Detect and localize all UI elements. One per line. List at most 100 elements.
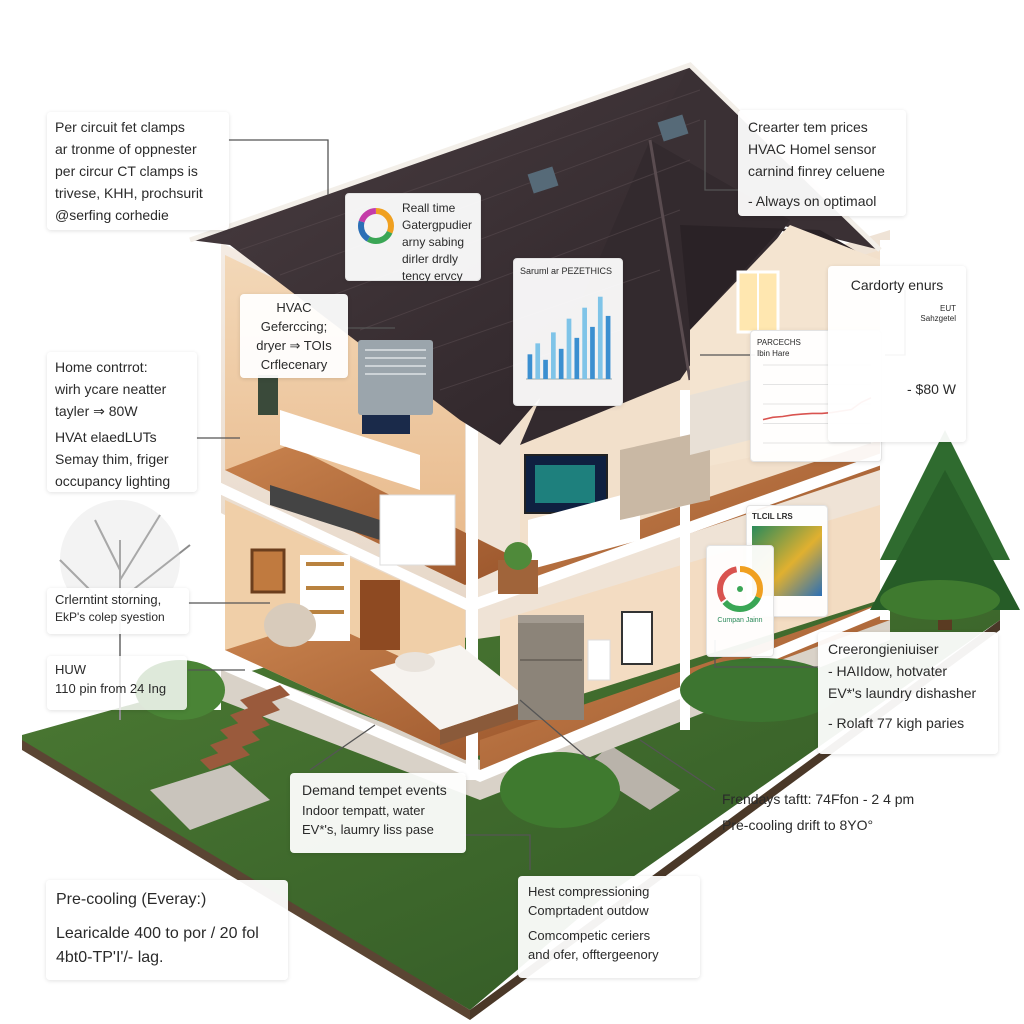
demand-callout: Demand tempet events Indoor tempatt, wat… xyxy=(290,773,466,853)
gauge-panel: Cumpan Jainn xyxy=(706,545,774,657)
circuit-line-2: ar tronme of oppnester xyxy=(55,141,197,157)
fridays-line-2: Pre-cooling drift to 8YO° xyxy=(722,817,874,833)
wall-screen-left xyxy=(258,375,278,415)
control-line-1: Home contrrot: xyxy=(55,359,148,375)
huw-callout: HUW 110 pin from 24 Ing xyxy=(47,656,187,710)
green-line-3: EV*'s laundry dishasher xyxy=(828,685,977,701)
control-line-2: wirh ycare neatter xyxy=(55,381,167,397)
slab-lower xyxy=(215,600,890,782)
green-line-4: - Rolaft 77 kigh paries xyxy=(828,715,965,731)
tablet-title: TLCIL LRS xyxy=(752,512,793,521)
skylight-2 xyxy=(657,114,689,142)
bush-right xyxy=(680,658,840,722)
hvac-line-2: Geferccing; xyxy=(260,319,328,334)
control-line-6: occupancy lighting xyxy=(55,473,171,489)
precool-callout: Pre-cooling (Everay:) Learicalde 400 to … xyxy=(46,880,288,980)
prices-line-1: Crearter tem prices xyxy=(748,119,868,135)
bar-7 xyxy=(574,337,580,379)
precool-line-1: Pre-cooling (Everay:) xyxy=(56,891,207,908)
line-chart-subtitle: Ibin Hare xyxy=(757,349,790,358)
fridays-callout: Frendays taftt: 74Ffon - 2 4 pm Pre-cool… xyxy=(716,786,946,846)
storing-line-1: Crlerntint storning, xyxy=(55,592,162,607)
fridays-line-1: Frendays taftt: 74Ffon - 2 4 pm xyxy=(722,791,915,807)
roof-gable-face xyxy=(680,225,880,330)
pillar-left xyxy=(213,240,221,710)
control-line-3: tayler ⇒ 80W xyxy=(55,403,138,419)
precool-line-2: Learicalde 400 to por / 20 fol xyxy=(56,925,259,942)
bar-6 xyxy=(566,318,572,379)
bar-11 xyxy=(605,315,611,379)
realtime-line-1: Reall time xyxy=(402,201,456,215)
painting-lower xyxy=(250,548,286,594)
realtime-line-5: tency ervcy xyxy=(402,269,463,283)
cardorty-watts: - $80 W xyxy=(906,381,956,397)
bush-far-right xyxy=(880,580,1000,620)
desk xyxy=(280,410,420,490)
realtime-line-2: Gatergpudier xyxy=(402,218,473,232)
washer xyxy=(587,639,611,681)
slab-upper xyxy=(215,450,890,612)
cabinet xyxy=(379,494,456,566)
hvac-line-1: HVAC xyxy=(276,300,312,315)
donut-gauge-icon xyxy=(358,208,394,244)
circuit-line-3: per circur CT clamps is xyxy=(55,163,198,179)
heat-line-4: and ofer, offtergeenory xyxy=(528,947,659,962)
heat-line-1: Hest compressioning xyxy=(528,884,650,899)
heat-line-3: Comcompetic ceriers xyxy=(528,928,651,943)
tv-stand xyxy=(528,490,640,570)
heat-callout: Hest compressioning Comprtadent outdow C… xyxy=(518,876,700,978)
bar-9 xyxy=(590,326,595,379)
demand-line-2: Indoor tempatt, water xyxy=(302,803,425,818)
circuit-line-4: trivese, KHH, prochsurit xyxy=(55,185,203,201)
green-callout: Creerongieniuiser - HAIIdow, hotvater EV… xyxy=(818,632,998,754)
bar-8 xyxy=(582,307,587,379)
bar-1 xyxy=(527,354,533,379)
foundation xyxy=(220,610,890,800)
cardorty-title: Cardorty enurs xyxy=(850,277,944,293)
green-line-1: Creerongieniuiser xyxy=(828,641,939,657)
home-control-callout: Home contrrot: wirh ycare neatter tayler… xyxy=(47,352,197,492)
keyboard-rug xyxy=(270,485,380,540)
control-line-5: Semay thim, friger xyxy=(55,451,169,467)
bar-4 xyxy=(551,332,556,379)
hvac-unit xyxy=(358,340,433,415)
prices-callout: Crearter tem prices HVAC Homel sensor ca… xyxy=(738,110,906,216)
bar-chart xyxy=(526,296,612,380)
demand-line-3: EV*'s, laumry liss pase xyxy=(302,822,434,837)
circuit-line-5: @serfing corhedie xyxy=(55,207,169,223)
gauge-caption: Cumpan Jainn xyxy=(717,617,763,624)
storing-line-2: EkP's colep syestion xyxy=(55,610,165,624)
green-line-2: - HAIIdow, hotvater xyxy=(828,663,948,679)
bush-front xyxy=(500,752,620,828)
cardorty-tag-1: EUT xyxy=(940,304,956,313)
bar-2 xyxy=(535,343,541,379)
huw-line-2: 110 pin from 24 Ing xyxy=(55,681,167,696)
realtime-line-4: dirler drdly xyxy=(402,252,459,266)
realtime-card: Reall time Gatergpudier arny sabing dirl… xyxy=(345,193,481,283)
cardorty-tag-2: Sahzgetel xyxy=(920,314,956,323)
bar-chart-screen: Saruml ar PEZETHICS xyxy=(513,258,623,406)
control-line-4: HVAt elaedLUTs xyxy=(55,429,157,445)
prices-line-2: HVAC Homel sensor xyxy=(748,141,877,157)
cabinet-upper-right xyxy=(690,380,750,455)
hvac-callout: HVAC Geferccing; dryer ⇒ TOIs Crflecenar… xyxy=(240,294,348,378)
hvac-line-4: Crflecenary xyxy=(260,357,328,372)
bar-chart-title: Saruml ar PEZETHICS xyxy=(520,266,613,276)
precool-line-3: 4bt0-TP'I'/- lag. xyxy=(56,949,164,966)
stairs xyxy=(200,685,290,770)
storing-callout: Crlerntint storning, EkP's colep syestio… xyxy=(47,588,189,634)
roof-trim-gable xyxy=(648,139,692,381)
sofa-upper xyxy=(620,430,710,520)
circuit-callout: Per circuit fet clamps ar tronme of oppn… xyxy=(47,112,229,230)
bar-10 xyxy=(597,296,603,379)
prices-line-3: carnind finrey celuene xyxy=(748,163,885,179)
walkway xyxy=(150,765,270,830)
skylight-1 xyxy=(527,166,559,194)
prices-line-4: - Always on optimaol xyxy=(748,193,877,209)
bar-3 xyxy=(543,359,548,379)
realtime-line-3: arny sabing xyxy=(402,235,465,249)
lounge-chair xyxy=(264,603,316,647)
cardorty-callout: Cardorty enurs EUT Sahzgetel - $80 W xyxy=(828,266,966,442)
fridge xyxy=(518,615,584,720)
thermostat-panel xyxy=(621,611,653,665)
